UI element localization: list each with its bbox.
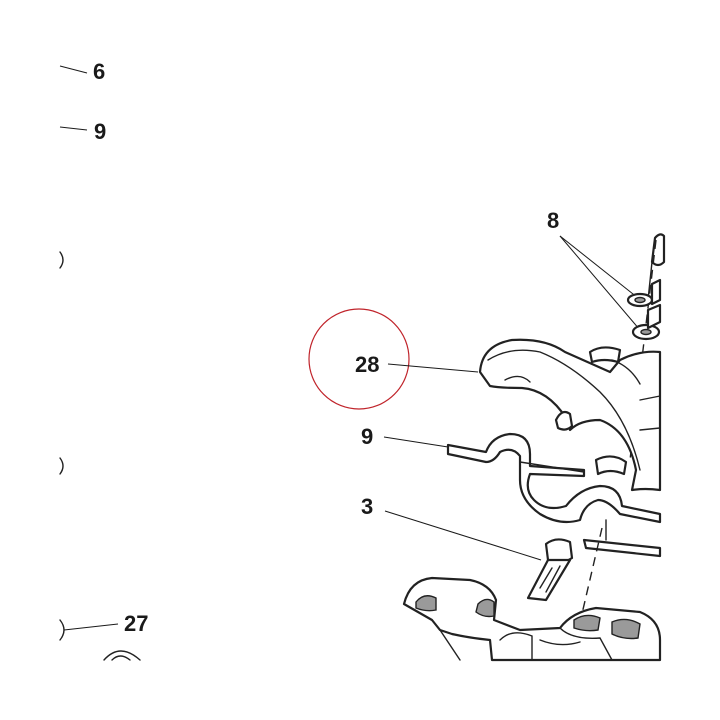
callout-label: 8 <box>547 208 559 233</box>
bolt-3 <box>526 527 603 649</box>
bearing-cap-28 <box>478 338 662 492</box>
callout-9-mid: 9 <box>361 424 449 449</box>
callout-label: 6 <box>93 59 105 84</box>
callout-27: 27 <box>63 611 148 636</box>
highlight-circle <box>308 308 410 410</box>
callout-label: 28 <box>355 352 379 377</box>
callout-label: 9 <box>361 424 373 449</box>
lower-housing <box>402 576 662 662</box>
callout-3: 3 <box>361 494 542 561</box>
callout-28: 28 <box>308 308 479 410</box>
spring-clip-9 <box>446 432 662 558</box>
callout-6: 6 <box>59 59 105 84</box>
callout-label: 3 <box>361 494 373 519</box>
left-edge-fragments <box>59 251 141 661</box>
callout-label: 9 <box>94 119 106 144</box>
callout-9-top: 9 <box>59 119 106 144</box>
callout-8: 8 <box>547 208 641 331</box>
bolt-washer-stack <box>626 233 666 461</box>
callout-label: 27 <box>124 611 148 636</box>
